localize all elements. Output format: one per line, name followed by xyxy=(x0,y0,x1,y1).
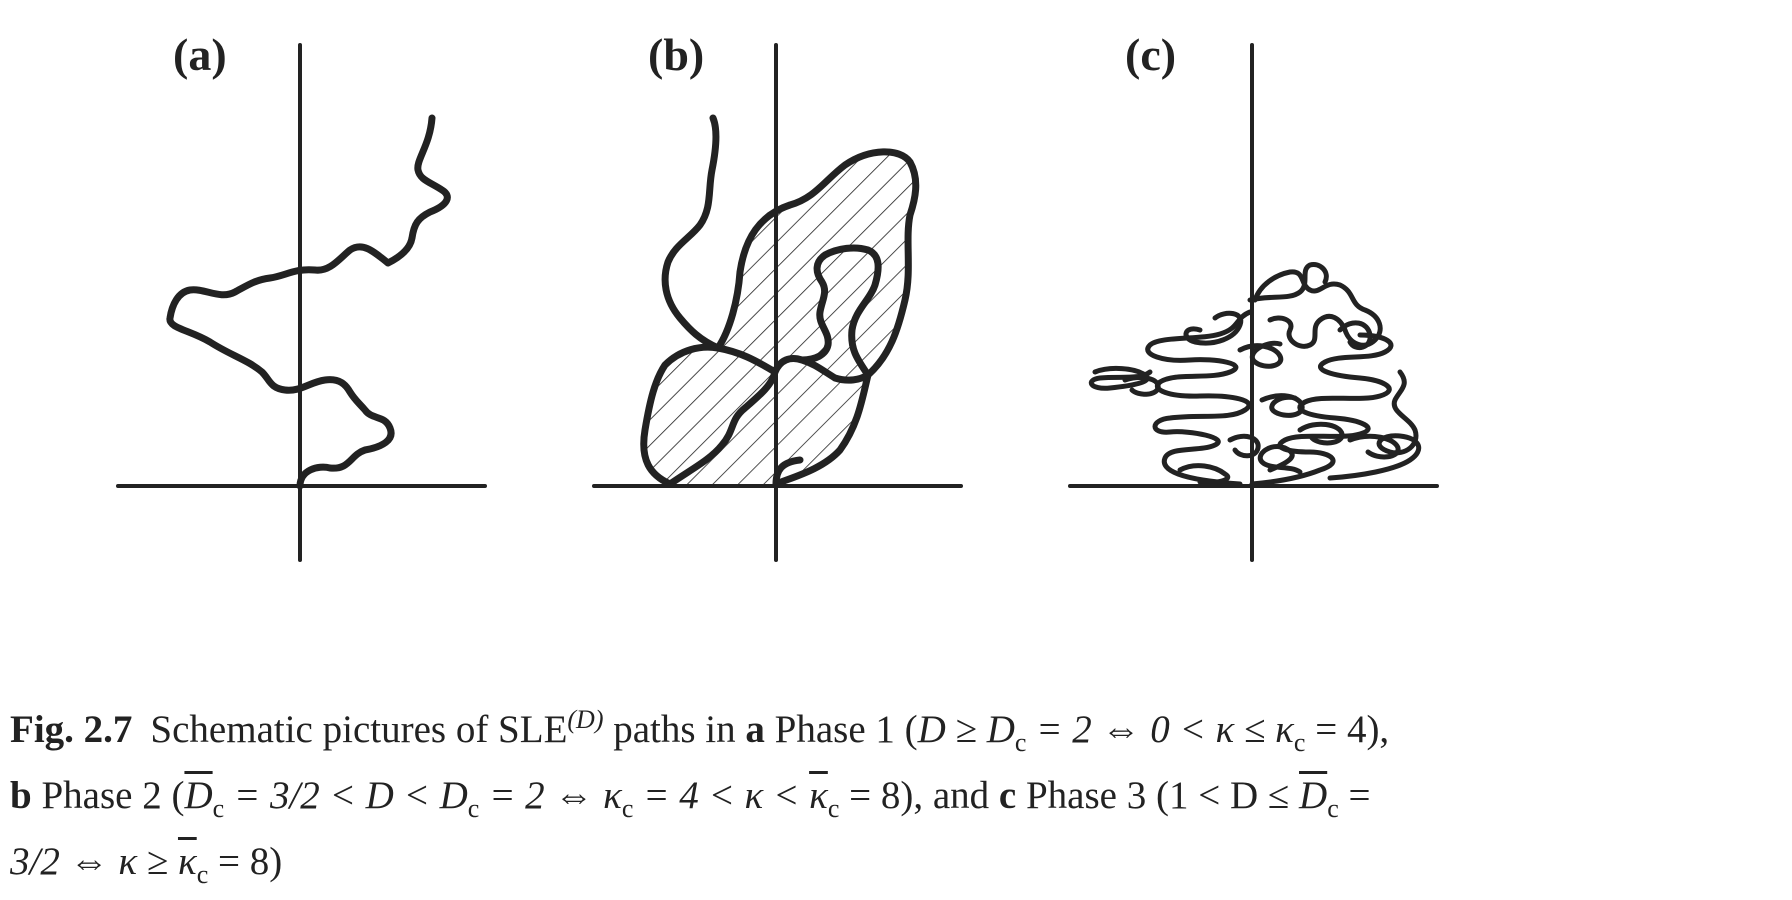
caption-math: = 2 ⇔ 0 < κ ≤ κ xyxy=(1026,708,1294,751)
panel-c-dense-path xyxy=(1088,261,1422,487)
panel-b-inner-loop xyxy=(666,244,882,488)
caption-math: D xyxy=(184,773,213,817)
caption-math: = 4), xyxy=(1305,708,1390,751)
fig-label: Fig. 2.7 xyxy=(10,708,133,751)
caption-sub: c xyxy=(621,793,634,823)
caption-math: D ≥ D xyxy=(917,708,1015,751)
caption-math: 3/2 ⇔ κ ≥ xyxy=(10,839,178,883)
caption-text: Schematic pictures of SLE xyxy=(150,708,568,751)
caption-sub: c xyxy=(1014,727,1027,757)
caption-text: Phase 3 (1 < D ≤ xyxy=(1016,773,1300,817)
caption-text: Phase 2 ( xyxy=(31,773,185,817)
caption-marker-a: a xyxy=(745,708,765,751)
caption-line-1: Fig. 2.7 Schematic pictures of SLE(D) pat… xyxy=(10,693,1785,769)
caption-text: paths in xyxy=(603,708,746,751)
caption-math: κ xyxy=(177,839,197,883)
panel-a-sle-path xyxy=(166,114,451,490)
panel-label-b: (b) xyxy=(648,29,705,80)
caption-line-3: 3/2 ⇔ κ ≥ κc = 8) xyxy=(10,835,1785,900)
caption-math: = 3/2 < D < D xyxy=(224,773,468,817)
panel-c xyxy=(1068,43,1439,562)
caption-math: κ xyxy=(809,773,828,817)
figure: (a) (b) (c) xyxy=(116,29,1439,562)
caption-math: = 8) xyxy=(208,839,283,883)
caption-sub: c xyxy=(467,793,480,823)
caption-marker-c: c xyxy=(998,773,1017,817)
panel-b xyxy=(592,43,963,562)
panel-a xyxy=(116,43,487,562)
panel-b-tail xyxy=(661,114,722,352)
caption-sub: c xyxy=(196,859,209,889)
figure-caption: Fig. 2.7 Schematic pictures of SLE(D) pat… xyxy=(10,693,1785,900)
caption-sub: c xyxy=(827,793,840,823)
panel-label-a: (a) xyxy=(173,29,227,80)
caption-marker-b: b xyxy=(10,773,32,817)
caption-line-2: b Phase 2 (Dc = 3/2 < D < Dc = 2 ⇔ κc = … xyxy=(10,769,1785,835)
caption-math: = 2 ⇔ κ xyxy=(479,773,622,817)
caption-math: = xyxy=(1338,773,1371,817)
sle-paths-diagram xyxy=(116,43,1439,562)
caption-text: Phase 1 ( xyxy=(764,708,918,751)
caption-math: = 4 < κ < xyxy=(633,773,810,817)
caption-math: D xyxy=(1299,773,1328,817)
caption-text: = 8), and xyxy=(839,773,999,817)
panel-label-c: (c) xyxy=(1125,29,1177,80)
caption-sub: c xyxy=(1293,727,1306,757)
panel-b-lower-arc xyxy=(714,344,779,376)
panel-b-hull-shaded-region xyxy=(643,151,916,484)
caption-sub: c xyxy=(1327,793,1339,823)
caption-sup: (D) xyxy=(567,705,604,734)
caption-sub: c xyxy=(212,793,225,823)
